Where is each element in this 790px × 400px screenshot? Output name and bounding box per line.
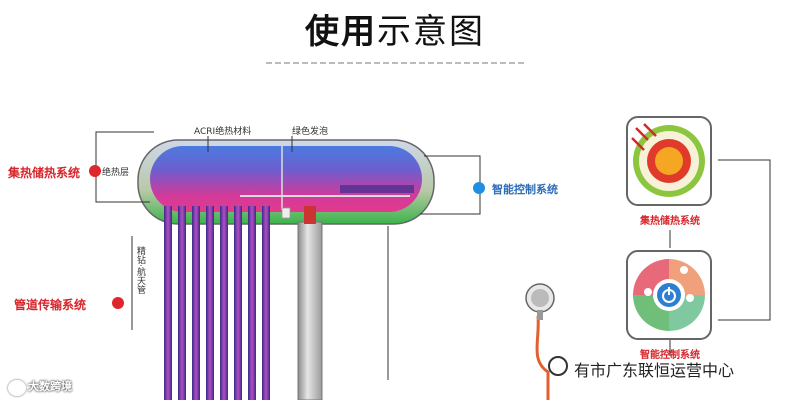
- heat-layer-label: 绝热层: [102, 168, 130, 178]
- heat-card: [626, 116, 712, 206]
- vacuum-tubes: [164, 206, 270, 400]
- smart-control-label: 智能控制系统: [492, 183, 558, 196]
- down-pipe: [297, 221, 323, 400]
- pipe-vertical-label: 精钻·航天管: [135, 246, 145, 294]
- shower-head-icon: [525, 283, 555, 320]
- left-watermark-icon: [8, 380, 26, 396]
- pipe-transfer-label: 管道传输系统: [14, 298, 87, 312]
- heat-storage-dot: [89, 165, 101, 177]
- control-dial: [633, 259, 705, 331]
- tank-inner: [150, 146, 422, 212]
- control-card: [626, 250, 712, 340]
- wechat-icon: [548, 356, 568, 376]
- pipe-transfer-dot: [112, 297, 124, 309]
- subtitle-line: [266, 62, 524, 64]
- heat-card-label: 集热储热系统: [640, 216, 700, 227]
- right-watermark: 有市广东联恒运营中心: [574, 361, 735, 380]
- heat-storage-label: 集热储热系统: [8, 166, 81, 180]
- smart-control-dot: [473, 182, 485, 194]
- left-watermark: 大数跨境: [28, 380, 72, 393]
- rain-icon: [644, 288, 652, 296]
- sun-icon: [631, 123, 705, 197]
- title-normal: 示意图: [377, 12, 485, 52]
- cloud-icon: [686, 294, 694, 302]
- green-foam-label: 绿色发泡: [292, 127, 329, 137]
- control-card-label: 智能控制系统: [640, 350, 700, 361]
- page-title: 使用示意图: [0, 4, 790, 53]
- acri-label: ACRI绝热材料: [194, 127, 252, 137]
- title-bold: 使用: [305, 12, 377, 52]
- sun-icon: [680, 266, 688, 274]
